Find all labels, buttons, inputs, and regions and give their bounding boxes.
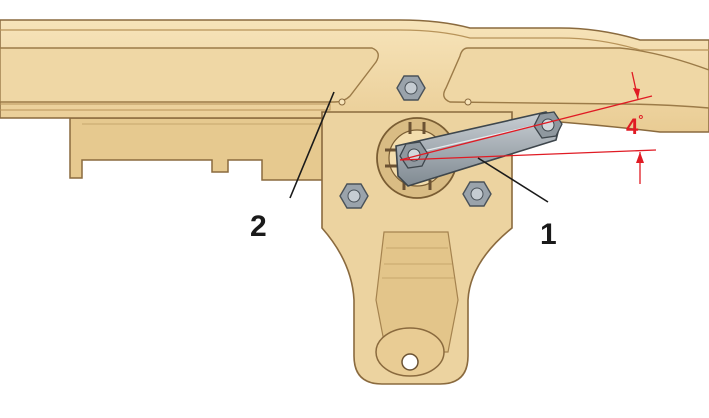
callout-1: 1 — [540, 218, 557, 251]
angle-value: 4 — [626, 114, 639, 139]
angle-dimension — [399, 71, 657, 184]
adjustment-lever — [395, 111, 563, 187]
callout-2: 2 — [250, 210, 267, 243]
angle-line-upper — [399, 95, 653, 161]
angle-line-lower — [399, 149, 657, 161]
frame-recess-left — [0, 47, 379, 103]
bolt-top — [396, 75, 426, 101]
leader-line-2 — [289, 91, 335, 199]
leader-line-1 — [477, 157, 549, 203]
frame-beam — [0, 19, 709, 133]
frame-recess-right — [443, 47, 709, 109]
lower-rail — [69, 117, 326, 181]
angle-unit: ° — [638, 112, 643, 127]
bracket-hole — [401, 353, 419, 371]
angle-label: 4° — [626, 112, 643, 139]
bolt-right — [462, 181, 492, 207]
mounting-bracket — [321, 111, 513, 385]
bolt-left — [339, 183, 369, 209]
lever-bolt-left — [399, 141, 429, 169]
